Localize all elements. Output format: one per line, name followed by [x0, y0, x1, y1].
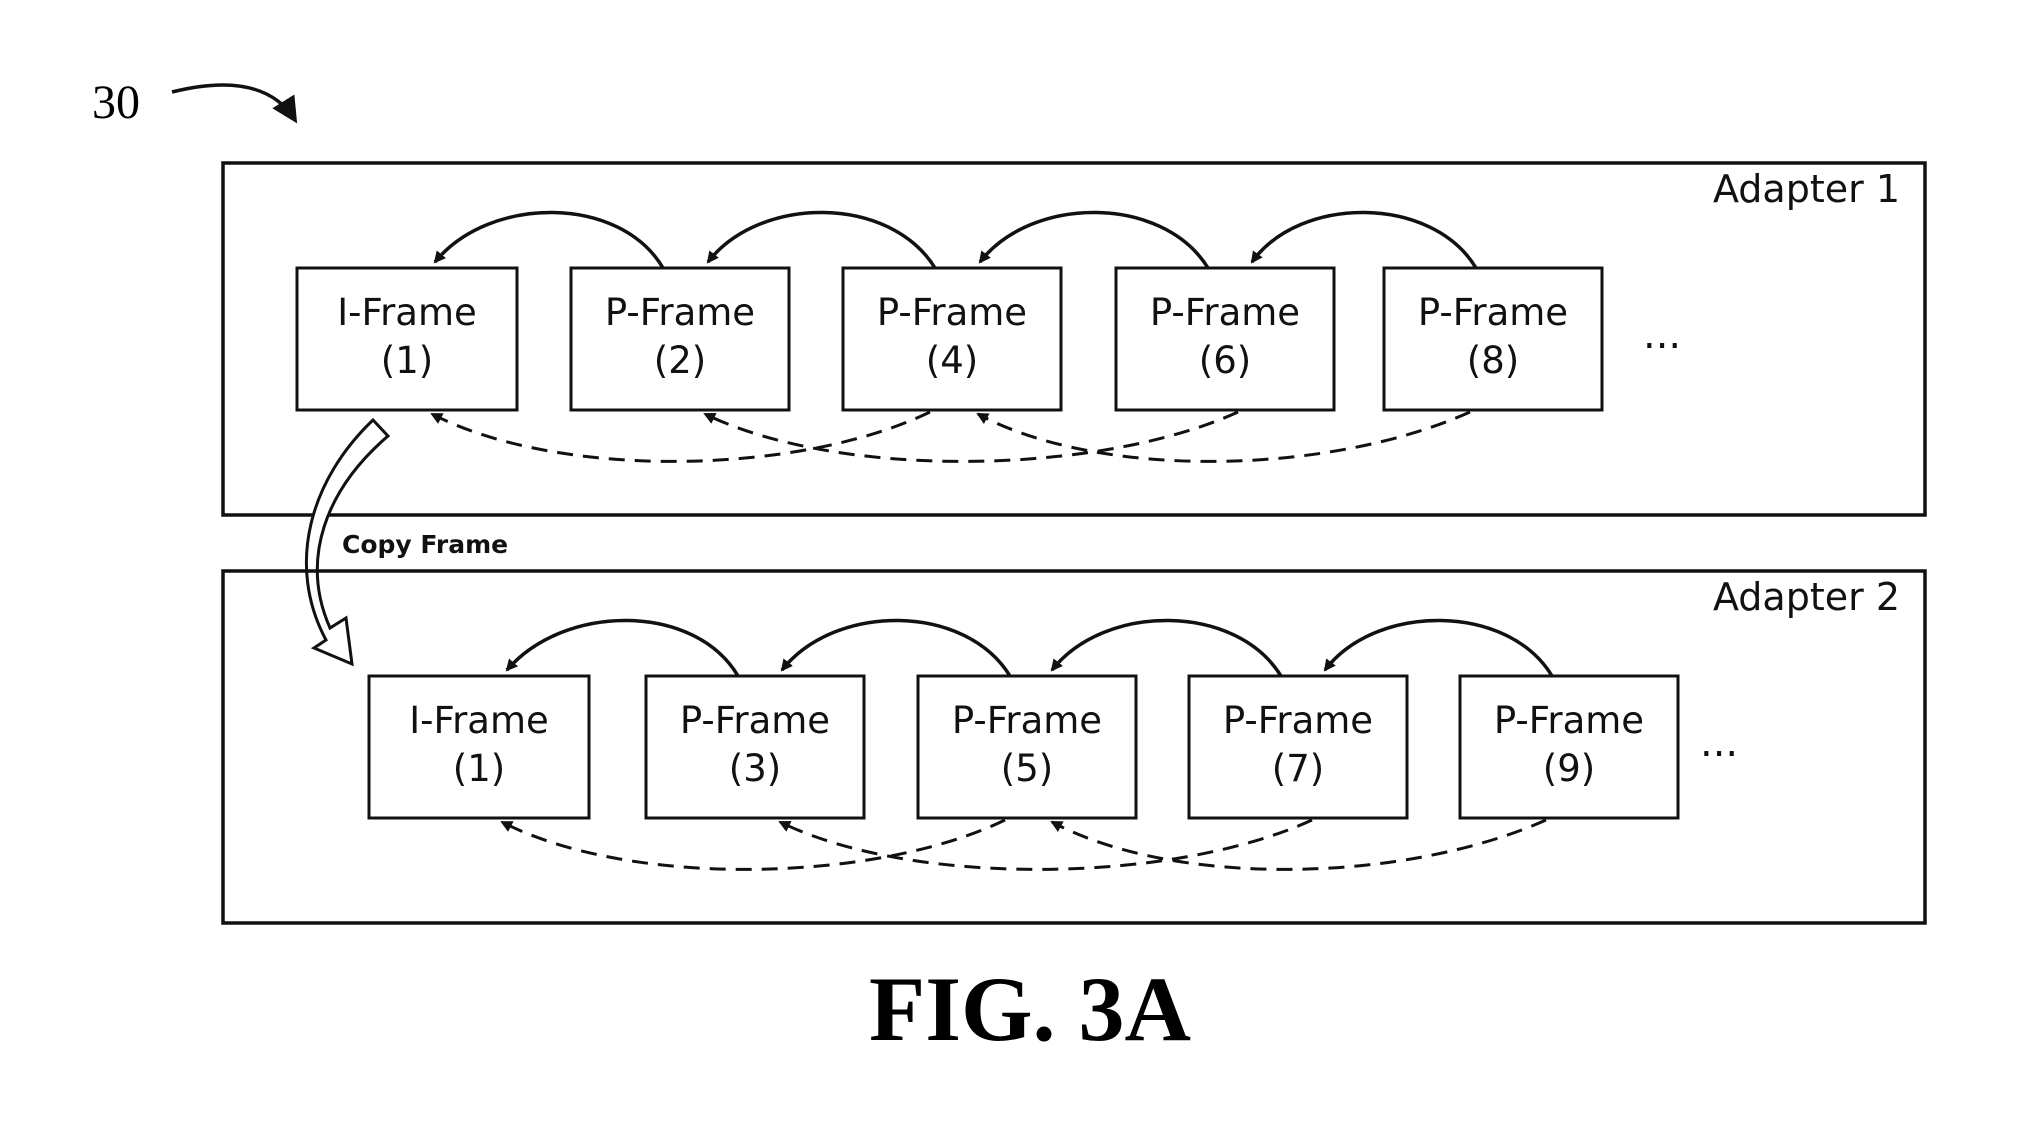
frame-box: P-Frame (6): [1114, 266, 1336, 412]
frame-box: P-Frame (4): [841, 266, 1063, 412]
frame-box: P-Frame (3): [644, 674, 866, 820]
adapter-1-panel: Adapter 1 I-Frame (1) P-Frame (2) P-Fram…: [221, 161, 1927, 517]
frame-number: (6): [1199, 339, 1251, 382]
ref-pointer-arrow: [171, 83, 298, 124]
continuation-ellipsis: ...: [1643, 312, 1681, 358]
dashed-reference-arrow: [703, 410, 1239, 463]
frame-box: P-Frame (2): [569, 266, 791, 412]
adapter-1-border: [221, 161, 1927, 517]
frame-type: I-Frame: [337, 291, 477, 334]
frame-type: P-Frame: [605, 291, 755, 334]
frame-box: I-Frame (1): [295, 266, 519, 412]
continuation-ellipsis: ...: [1700, 720, 1738, 766]
figure-caption: FIG. 3A: [869, 958, 1191, 1060]
adapter-2-panel: Adapter 2 I-Frame (1) P-Frame (3) P-Fram…: [221, 569, 1927, 925]
frame-number: (3): [729, 747, 781, 790]
copy-frame-arrow: [304, 417, 391, 667]
dashed-reference-arrow: [976, 410, 1471, 463]
frame-box: P-Frame (5): [916, 674, 1138, 820]
reference-arrow: [706, 210, 937, 269]
reference-arrow: [780, 618, 1012, 677]
frame-box: P-Frame (8): [1382, 266, 1604, 412]
frame-number: (4): [926, 339, 978, 382]
frame-type: P-Frame: [680, 699, 830, 742]
adapter-1-label: Adapter 1: [1713, 167, 1900, 211]
frame-number: (8): [1467, 339, 1519, 382]
copy-frame-label: Copy Frame: [342, 530, 508, 559]
frame-number: (2): [654, 339, 706, 382]
frame-number: (5): [1001, 747, 1053, 790]
dashed-reference-arrow: [430, 410, 931, 463]
frame-number: (9): [1543, 747, 1595, 790]
dashed-reference-arrow: [1050, 818, 1547, 871]
adapter-2-border: [221, 569, 1927, 925]
reference-arrow: [1250, 210, 1478, 269]
frame-type: P-Frame: [1494, 699, 1644, 742]
reference-arrow: [505, 618, 740, 677]
frame-box: I-Frame (1): [367, 674, 591, 820]
dashed-reference-arrow: [778, 818, 1313, 871]
reference-arrow: [978, 210, 1210, 269]
block-arrow-shape: [304, 417, 391, 667]
figure-ref-number: 30: [92, 76, 140, 129]
dashed-reference-arrow: [500, 818, 1006, 871]
adapter-2-label: Adapter 2: [1713, 575, 1900, 619]
frame-type: P-Frame: [1150, 291, 1300, 334]
reference-arrow: [1050, 618, 1283, 677]
frame-type: P-Frame: [1223, 699, 1373, 742]
frame-box: P-Frame (7): [1187, 674, 1409, 820]
reference-arrow: [1323, 618, 1554, 677]
frame-number: (1): [381, 339, 433, 382]
frame-box: P-Frame (9): [1458, 674, 1680, 820]
frame-type: I-Frame: [409, 699, 549, 742]
frame-type: P-Frame: [952, 699, 1102, 742]
reference-arrow: [433, 210, 665, 269]
frame-number: (7): [1272, 747, 1324, 790]
frame-type: P-Frame: [877, 291, 1027, 334]
frame-type: P-Frame: [1418, 291, 1568, 334]
frame-number: (1): [453, 747, 505, 790]
